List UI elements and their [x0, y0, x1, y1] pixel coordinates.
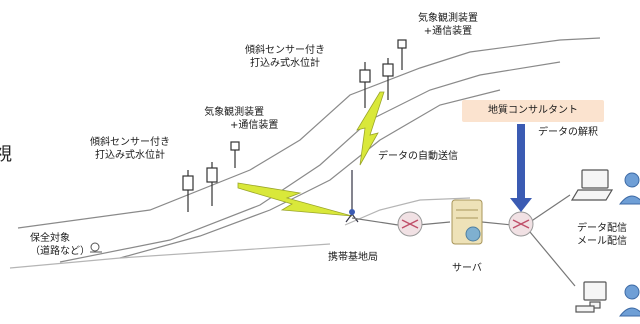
tilt-top-line2: 打込み式水位計	[250, 58, 320, 69]
router-icon	[397, 211, 423, 237]
server-icon	[451, 199, 483, 245]
auto-send-label: データの自動送信	[378, 151, 458, 162]
user-icon	[618, 172, 640, 205]
desktop-icon	[575, 281, 607, 313]
consultant-box: 地質コンサルタント	[462, 100, 604, 122]
comm-top-line: +通信装置	[423, 26, 473, 37]
protect-label: 保全対象 （道路など）	[30, 232, 90, 258]
distribution-label: データ配信 メール配信	[577, 222, 627, 248]
network-lines	[351, 194, 576, 287]
tilt-top-label: 傾斜センサー付き 打込み式水位計	[245, 44, 325, 70]
router-icon	[508, 211, 534, 237]
distribution-line2: メール配信	[577, 236, 627, 247]
analysis-label: データの解釈	[538, 127, 598, 138]
tilt-top-line1: 傾斜センサー付き	[245, 45, 325, 56]
laptop-icon	[570, 169, 614, 201]
weather-top-label: 気象観測装置 +通信装置	[418, 12, 478, 38]
slope-terrain	[9, 37, 601, 269]
tilt-left-label: 傾斜センサー付き 打込み式水位計	[90, 136, 170, 162]
user-icon	[618, 284, 640, 317]
instrument-pole-icon	[359, 39, 407, 108]
comm-mid-line: +通信装置	[230, 120, 279, 131]
protected-object-icon	[90, 242, 102, 253]
protect-line1: 保全対象	[30, 233, 70, 244]
analysis-arrow	[510, 124, 532, 212]
weather-mid-line: 気象観測装置	[204, 107, 265, 118]
lightning-signal-icon	[237, 91, 385, 217]
tilt-left-line1: 傾斜センサー付き	[90, 137, 170, 148]
tilt-left-line2: 打込み式水位計	[95, 150, 165, 161]
server-label: サーバ	[452, 263, 482, 274]
instrument-pole-icon	[182, 141, 240, 212]
weather-mid-label: 気象観測装置 +通信装置	[190, 106, 278, 132]
weather-top-line: 気象観測装置	[418, 13, 478, 24]
distribution-line1: データ配信	[577, 223, 627, 234]
protect-line2: （道路など）	[30, 246, 90, 257]
base-station-label: 携帯基地局	[328, 252, 378, 263]
base-station-icon	[345, 170, 359, 223]
edge-fragment-text: 視	[0, 144, 12, 165]
